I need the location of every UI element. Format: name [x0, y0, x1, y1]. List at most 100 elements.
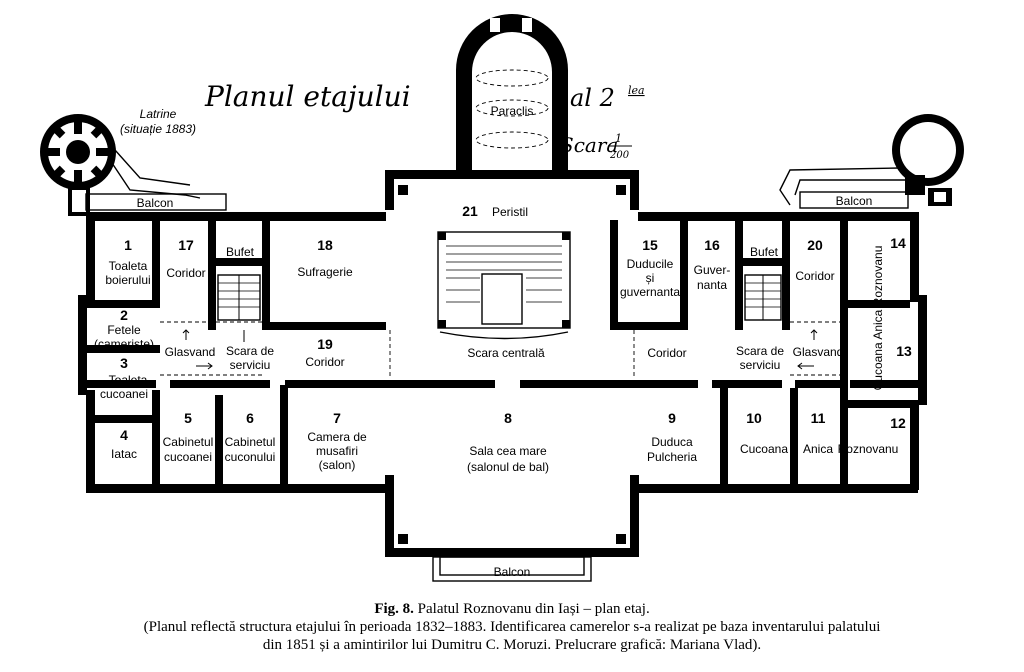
room-8-label: Sala cea mare — [469, 444, 547, 458]
latrine-date-label: (situație 1883) — [120, 122, 196, 136]
plan-title-suffix: al 2 — [570, 84, 615, 112]
service-stair-right-label: Scara de — [736, 344, 784, 358]
room-6-label-2: cuconului — [225, 450, 276, 464]
scale-denominator: 200 — [609, 150, 630, 161]
room-1-label-2: boierului — [105, 273, 150, 287]
room-21-number: 21 — [462, 203, 478, 219]
right-wing-walls — [638, 212, 927, 493]
caption-title: Palatul Roznovanu din Iași – plan etaj. — [413, 601, 650, 617]
room-18-label: Sufragerie — [297, 265, 353, 279]
room-2-number: 2 — [120, 307, 128, 323]
room-20-label: Coridor — [795, 269, 834, 283]
arrow-up-right — [810, 329, 818, 340]
scale-numerator: 1 — [615, 132, 622, 145]
room-12-label: Roznovanu — [838, 442, 899, 456]
room-15-label-2: și — [646, 271, 655, 285]
room-15-label: Duducile — [627, 257, 674, 271]
room-10-label: Cucoana — [740, 442, 788, 456]
room-11-label: Anica — [803, 442, 833, 456]
coridor-right-label: Coridor — [647, 346, 686, 360]
room-3-label: Toaleta — [109, 373, 148, 387]
bufet-left-label: Bufet — [226, 245, 255, 259]
room-16-number: 16 — [704, 237, 720, 253]
room-18-number: 18 — [317, 237, 333, 253]
room-16-label-2: nanta — [697, 278, 727, 292]
room-13-14-label: Cucoana Anica Roznovanu — [871, 246, 885, 391]
left-wing-internal — [86, 220, 386, 490]
room-2-label-2: (cameriste) — [94, 337, 154, 351]
central-staircase — [389, 231, 635, 378]
latrine-passage — [109, 159, 201, 199]
room-17-number: 17 — [178, 237, 194, 253]
left-wing-walls — [78, 212, 386, 493]
caption-line-2: (Planul reflectă structura etajului în p… — [143, 619, 881, 635]
balcony-bottom-label: Balcon — [494, 565, 531, 579]
room-14-number: 14 — [890, 235, 906, 251]
room-3-label-2: cucoanei — [100, 387, 148, 401]
glasvand-right-label: Glasvand — [793, 345, 844, 359]
room-7-label: Camera de — [307, 430, 367, 444]
service-stair-right-label-2: serviciu — [740, 358, 781, 372]
room-13-number: 13 — [896, 343, 912, 359]
service-stair-left-label: Scara de — [226, 344, 274, 358]
glasvand-left-label: Glasvand — [165, 345, 216, 359]
room-21-label: Peristil — [492, 205, 528, 219]
room-6-number: 6 — [246, 410, 254, 426]
room-15-label-3: guvernanta — [620, 285, 680, 299]
room-9-number: 9 — [668, 410, 676, 426]
room-15-number: 15 — [642, 237, 658, 253]
plan-title: Planul etajului — [204, 80, 411, 113]
room-19-number: 19 — [317, 336, 333, 352]
corridor-spine-wall — [86, 380, 918, 388]
room-2-label: Fetele — [107, 323, 141, 337]
room-7-label-3: (salon) — [319, 458, 356, 472]
latrine-tower — [40, 114, 116, 216]
balcony-left — [85, 193, 227, 211]
room-1-number: 1 — [124, 237, 132, 253]
right-tower — [892, 114, 964, 206]
paraclis-apse — [456, 14, 568, 170]
balcony-right — [799, 191, 909, 209]
room-8-label-2: (salonul de bal) — [467, 460, 549, 474]
caption-title-line: Fig. 8. Palatul Roznovanu din Iași – pla… — [0, 600, 1024, 618]
room-6-label: Cabinetul — [225, 435, 276, 449]
paraclis-label: Paraclis — [491, 104, 534, 118]
right-service-stair — [744, 274, 840, 376]
arrow-glasvand-left — [196, 362, 213, 370]
latrine-label: Latrine — [140, 107, 177, 121]
balcony-left-label: Balcon — [137, 196, 174, 210]
room-16-label: Guver- — [694, 263, 731, 277]
room-5-label: Cabinetul — [163, 435, 214, 449]
right-wing-internal — [610, 220, 910, 490]
arrow-glasvand-right — [797, 362, 814, 370]
room-5-label-2: cucoanei — [164, 450, 212, 464]
room-10-number: 10 — [746, 410, 762, 426]
scale-label: Scara — [560, 133, 618, 157]
room-11-number: 11 — [811, 410, 826, 426]
central-block-walls — [385, 170, 639, 557]
room-20-number: 20 — [807, 237, 823, 253]
central-staircase-label: Scara centrală — [467, 346, 545, 360]
arrow-up-left — [182, 329, 190, 340]
room-5-number: 5 — [184, 410, 192, 426]
room-17-label: Coridor — [166, 266, 205, 280]
figure-caption: Fig. 8. Palatul Roznovanu din Iași – pla… — [0, 600, 1024, 654]
room-4-label: Iatac — [111, 447, 137, 461]
balcony-right-label: Balcon — [836, 194, 873, 208]
room-1-label: Toaleta — [109, 259, 148, 273]
room-3-number: 3 — [120, 355, 128, 371]
room-12-number: 12 — [890, 415, 906, 431]
floor-plan: Planul etajului al 2 lea Scara 1 200 Lat… — [40, 14, 964, 582]
caption-line-3: din 1851 și a amintirilor lui Dumitru C.… — [262, 637, 762, 653]
bufet-right-label: Bufet — [750, 245, 779, 259]
room-7-number: 7 — [333, 410, 341, 426]
room-9-label-2: Pulcheria — [647, 450, 697, 464]
room-19-label: Coridor — [305, 355, 344, 369]
room-4-number: 4 — [120, 427, 128, 443]
room-8-number: 8 — [504, 410, 512, 426]
caption-fig: Fig. 8. — [374, 601, 414, 617]
room-7-label-2: musafiri — [316, 444, 358, 458]
room-9-label: Duduca — [651, 435, 693, 449]
left-service-stair — [160, 274, 262, 376]
plan-title-sup: lea — [628, 84, 645, 97]
